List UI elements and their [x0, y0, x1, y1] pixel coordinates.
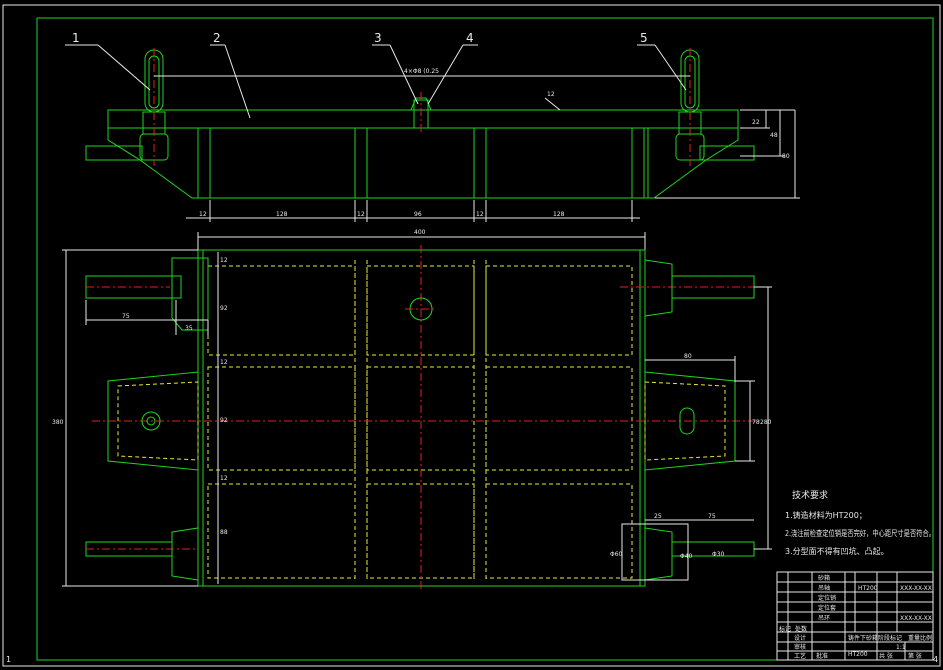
dim-row-2: 92 [220, 305, 228, 312]
wall-mid-1 [354, 127, 368, 199]
tb-label-stage: 阶段标记 [878, 634, 902, 642]
dim-left-len: 75 [122, 313, 130, 320]
sheet-outer-border [2, 4, 941, 667]
tb-label-review: 审核 [794, 643, 806, 651]
dim-br-b: 75 [708, 513, 716, 520]
plan-left-dims: 380 75 35 [52, 249, 209, 587]
left-bottom-shaft [85, 527, 199, 581]
tb-material: HT200 [848, 651, 868, 658]
part-number-3: 3 [374, 31, 382, 45]
part-number-1: 1 [72, 31, 80, 45]
hole-annotation: 4×Φ8 (0.25 [404, 68, 439, 75]
dim-seg-3: 12 [476, 211, 484, 218]
tb-row-4: 定位套 [818, 604, 836, 612]
plan-view: 400 [52, 229, 772, 592]
tb-label-scale: 比例 [920, 634, 932, 642]
dim-right-big: 280 [760, 419, 772, 426]
section-dims: 12 128 12 96 12 128 [186, 200, 640, 222]
tb-row-2: 吊轴 [818, 584, 830, 592]
dim-br-a: 25 [654, 513, 662, 520]
dim-br-d: Φ40 [680, 553, 693, 560]
title-block: 砂箱 吊轴 定位销 定位套 吊环 HT200 XXX-XX-XX XXX-XX-… [776, 571, 934, 661]
dim-br-c: Φ60 [610, 551, 623, 558]
right-flange [647, 127, 739, 199]
plan-right-dims: 80 78 280 25 75 Φ60 Φ40 Φ30 [610, 286, 772, 560]
dim-w-2: 96 [414, 211, 422, 218]
dim-br-e: Φ30 [712, 551, 725, 558]
tb-row-5: 吊环 [818, 615, 830, 622]
plan-row-dims: 12 92 12 92 12 88 [217, 252, 228, 584]
wall-left [197, 127, 211, 199]
left-trunnion [85, 145, 143, 161]
sheet-inner-border [36, 17, 934, 661]
part-number-5: 5 [640, 31, 648, 45]
tech-item-1: 1.铸造材料为HT200； [785, 510, 867, 520]
dim-right-top: 80 [684, 353, 692, 360]
wall-right [631, 127, 645, 199]
wall-mid-2 [473, 127, 487, 199]
eye-bolt-right [675, 48, 705, 166]
dim-w-3: 128 [553, 211, 565, 218]
dim-w-1: 128 [276, 211, 288, 218]
left-top-shaft [85, 257, 209, 331]
dim-row-3: 12 [220, 359, 228, 366]
tb-label-process: 工艺 [794, 652, 806, 660]
right-top-shaft [644, 259, 755, 317]
tech-item-3: 3.分型面不得有凹坑、凸起。 [785, 546, 889, 556]
tb-scale-value: 1:1 [896, 644, 906, 651]
tb-row-1: 砂箱 [818, 574, 830, 582]
dim-seg-1: 12 [199, 211, 207, 218]
hidden-cells [207, 260, 633, 580]
right-bottom-shaft [621, 523, 755, 581]
tech-requirements: 技术要求 1.铸造材料为HT200； 2.浇注前检查定位销是否完好，中心距尺寸是… [785, 489, 935, 556]
dim-left-small: 35 [185, 325, 193, 332]
tech-title: 技术要求 [792, 489, 828, 501]
dim-row-6: 88 [220, 529, 228, 536]
part-number-2: 2 [213, 31, 221, 45]
tb-label-weight: 重量 [908, 634, 920, 642]
tb-material-small: HT200 [858, 585, 878, 592]
dim-overall-height: 380 [52, 419, 64, 426]
left-lug [107, 371, 199, 471]
section-view: 4×Φ8 (0.25 12 12 128 12 96 12 128 [65, 31, 800, 222]
eye-bolt-left [139, 48, 169, 166]
dim-overall-width: 400 [414, 229, 426, 236]
dim-h-2: 48 [770, 132, 778, 139]
tb-code-2: XXX-XX-XX [900, 615, 932, 622]
tb-label-count: 处数 [795, 625, 807, 633]
part-leaders: 1 2 3 4 5 [65, 31, 687, 119]
tb-row-3: 定位销 [818, 594, 836, 602]
center-pin [410, 92, 432, 132]
tech-item-2: 2.浇注前检查定位销是否完好，中心距尺寸是否符合。 [785, 528, 935, 538]
right-trunnion [699, 145, 755, 161]
tb-drawing-name: 铸件下砂箱 [848, 634, 878, 642]
dim-row-1: 12 [220, 257, 228, 264]
tb-code-1: XXX-XX-XX [900, 585, 932, 592]
dim-h-3: 80 [782, 153, 790, 160]
section-height-dims: 22 48 80 [655, 109, 800, 199]
tb-label-approve: 批准 [816, 652, 828, 660]
part-number-4: 4 [466, 31, 474, 45]
dim-right-mid: 78 [752, 419, 760, 426]
dim-row-4: 92 [220, 417, 228, 424]
sheet-corner-mark-right: 4 [933, 655, 938, 664]
left-flange [107, 127, 199, 199]
tb-label-sheet: 第 张 [908, 652, 922, 660]
top-plate [107, 109, 739, 129]
dim-h-1: 22 [752, 119, 760, 126]
tb-label-design: 设计 [794, 634, 806, 642]
tb-label-total: 共 张 [879, 652, 893, 660]
plate-thickness-label: 12 [547, 91, 555, 98]
tb-label-mark: 标记 [779, 625, 791, 633]
dim-row-5: 12 [220, 475, 228, 482]
sheet-corner-mark-left: 1 [6, 655, 11, 664]
dim-seg-2: 12 [357, 211, 365, 218]
